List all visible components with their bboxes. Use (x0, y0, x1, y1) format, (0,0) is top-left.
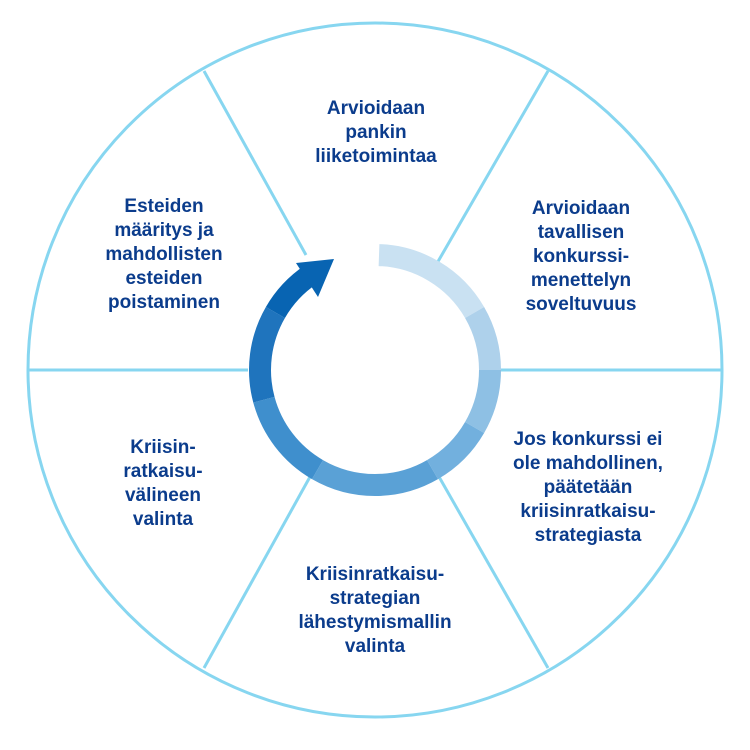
circular-arrow-icon (249, 244, 501, 496)
segment-label-bottom: Kriisinratkaisu- strategian lähestymisma… (298, 564, 452, 657)
arrow-head (296, 259, 334, 297)
segment-divider (436, 474, 550, 669)
cycle-arc-segment (312, 459, 438, 496)
segment-divider (434, 70, 550, 266)
segment-label-lower-right: Jos konkurssi ei ole mahdollinen, päätet… (513, 429, 663, 546)
cycle-arc-segment (378, 244, 485, 319)
cycle-arc-segment (464, 369, 501, 433)
cycle-arc-segment (426, 421, 485, 480)
cycle-arc-segment (265, 265, 318, 319)
segment-dividers (28, 70, 722, 669)
segment-label-top: Arvioidaan pankin liiketoimintaa (315, 98, 437, 167)
cycle-arc-segment (464, 307, 501, 371)
cycle-arc-segment (249, 307, 286, 403)
segment-label-lower-left: Kriisin- ratkaisu- välineen valinta (123, 437, 203, 530)
segment-label-upper-right: Arvioidaan tavallisen konkurssi- menette… (525, 198, 637, 315)
segment-divider (202, 474, 313, 669)
cycle-arc-segment (253, 396, 324, 480)
outer-ring (26, 21, 724, 719)
segment-divider (202, 70, 308, 256)
segment-label-upper-left: Esteiden määritys ja mahdollisten esteid… (105, 196, 223, 313)
